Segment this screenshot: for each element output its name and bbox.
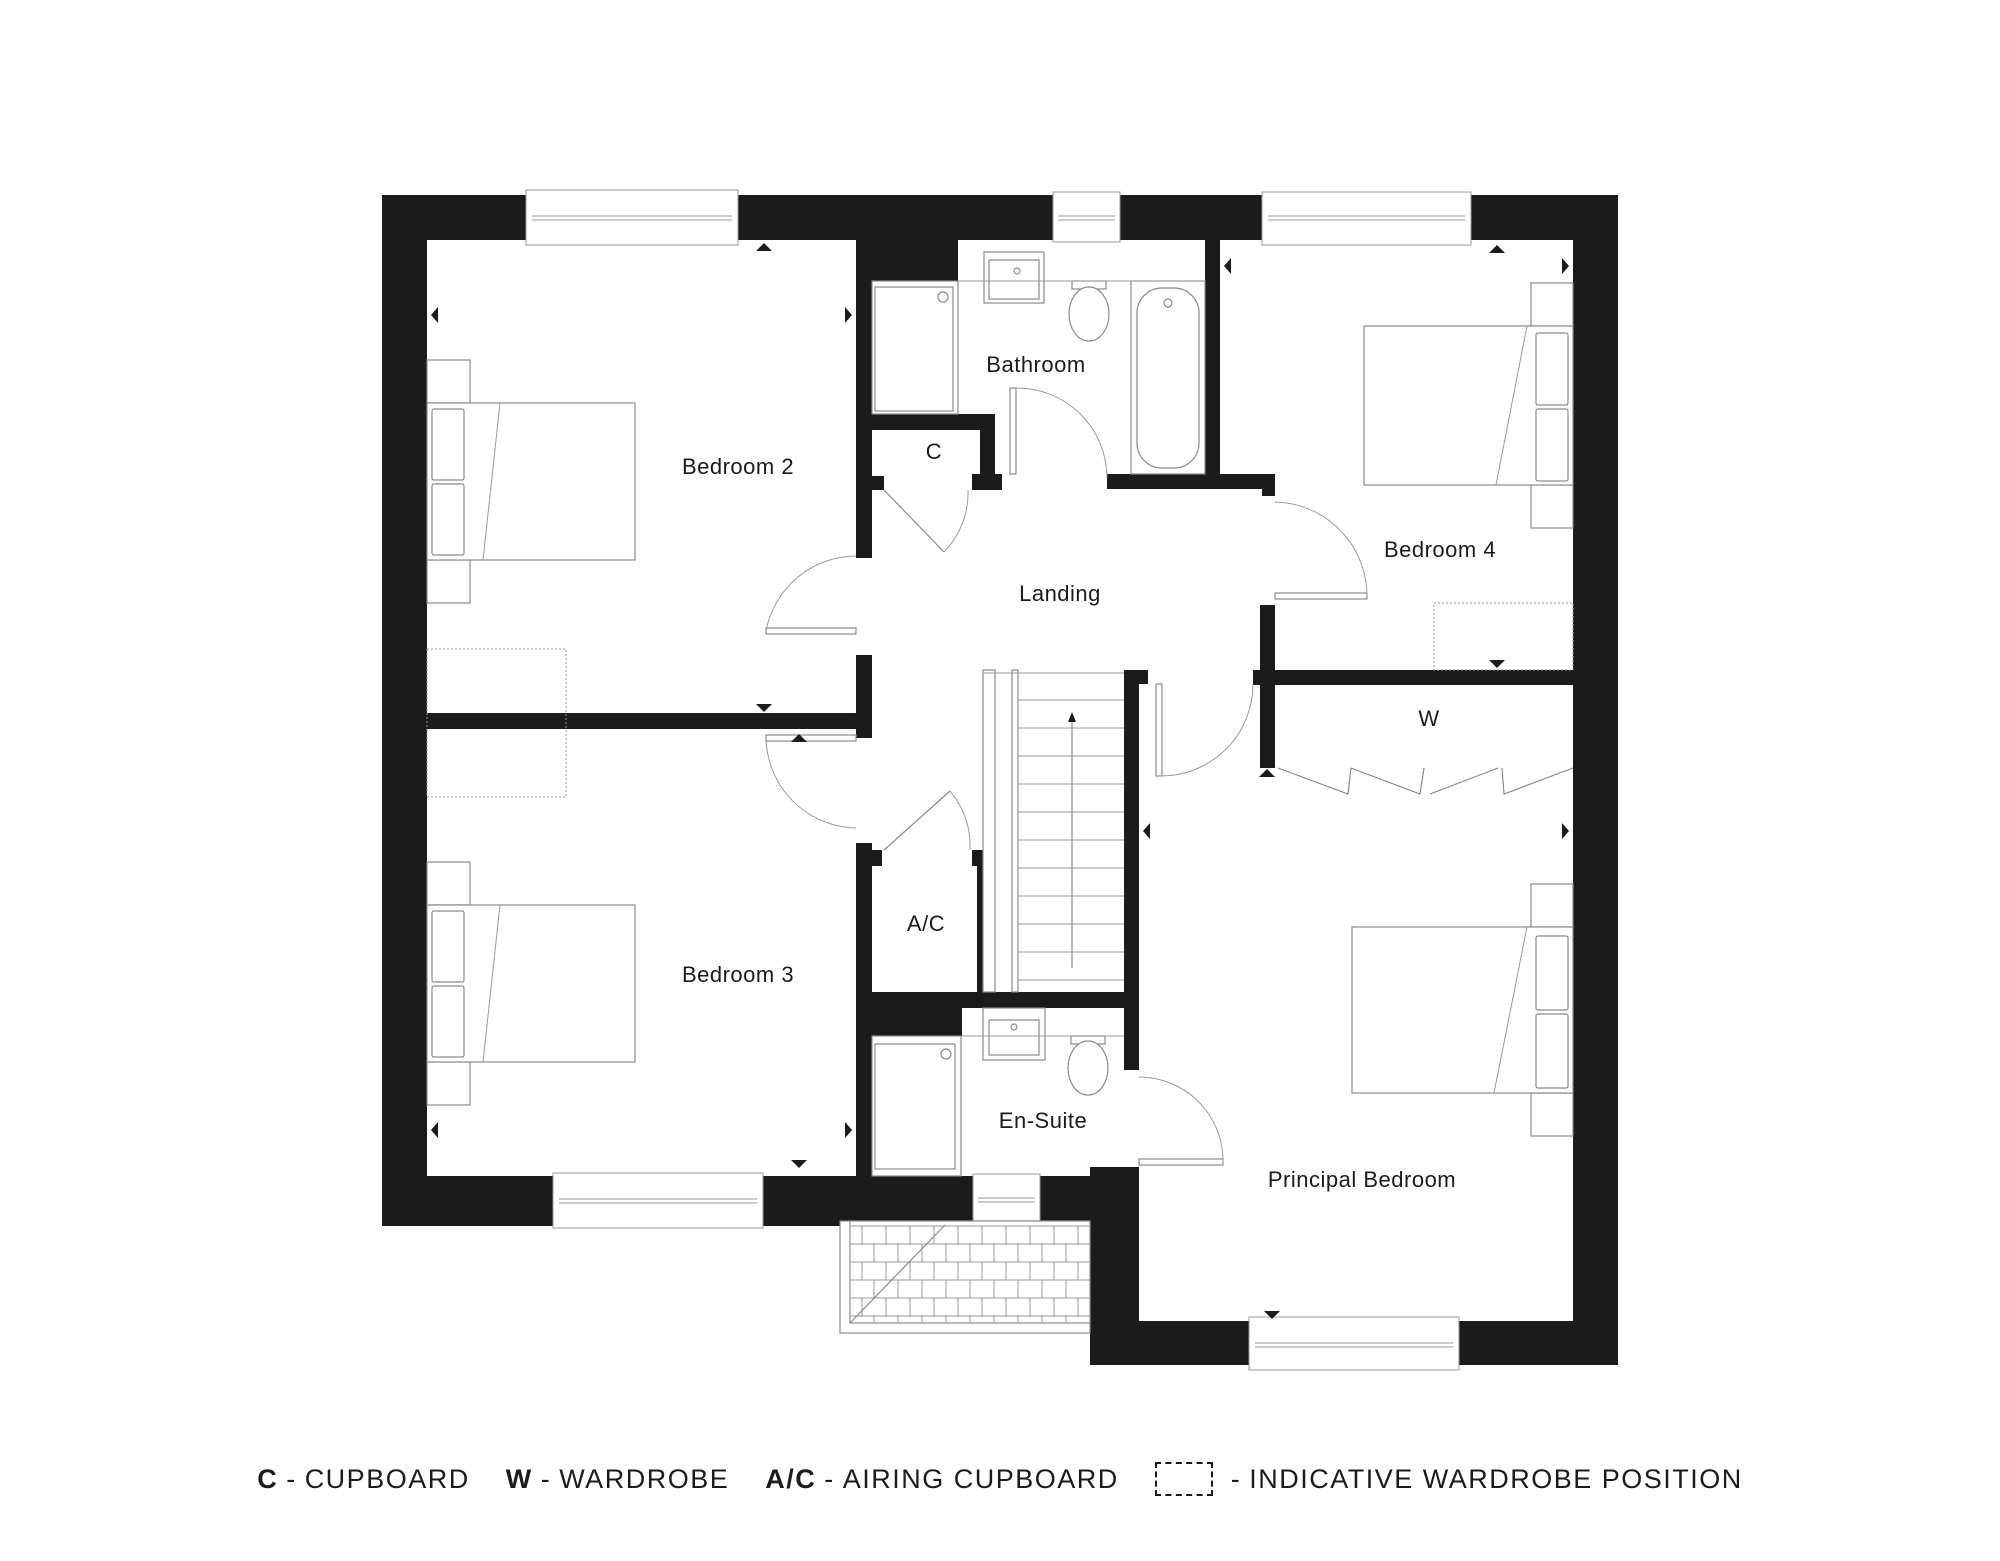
legend-item-cupboard: C - CUPBOARD <box>257 1464 470 1495</box>
legend: C - CUPBOARD W - WARDROBE A/C - AIRING C… <box>0 1462 2000 1496</box>
dimension-markers <box>431 243 1569 1319</box>
internal-walls <box>427 240 1573 1176</box>
room-label-landing: Landing <box>1019 581 1101 606</box>
room-label-bathroom: Bathroom <box>986 352 1086 377</box>
room-label-bedroom-3: Bedroom 3 <box>681 962 795 987</box>
legend-separator: - <box>824 1463 835 1494</box>
legend-item-wardrobe: W - WARDROBE <box>506 1464 730 1495</box>
bathroom-fixtures <box>871 251 1206 475</box>
dashed-box-icon <box>1154 1462 1213 1496</box>
legend-label: AIRING CUPBOARD <box>842 1463 1119 1494</box>
porch-canopy <box>839 1220 1091 1334</box>
doors <box>765 387 1574 1166</box>
ensuite-fixtures <box>871 1007 1124 1177</box>
legend-separator: - <box>286 1463 297 1494</box>
room-label-principal-bedroom: Principal Bedroom <box>1267 1167 1457 1192</box>
room-label-cupboard: C <box>925 439 943 464</box>
staircase <box>982 669 1124 993</box>
indicative-wardrobes <box>426 602 1574 798</box>
legend-label: CUPBOARD <box>304 1463 470 1494</box>
legend-label: WARDROBE <box>559 1463 730 1494</box>
room-label-bedroom-4: Bedroom 4 <box>1383 537 1497 562</box>
legend-key: W <box>505 1463 533 1494</box>
room-label-airing-cupboard: A/C <box>906 911 946 936</box>
legend-separator: - <box>1230 1463 1242 1494</box>
room-label-en-suite: En-Suite <box>998 1108 1088 1133</box>
beds <box>426 282 1574 1137</box>
windows <box>525 189 1472 1371</box>
legend-key: C <box>257 1463 279 1494</box>
legend-item-airing-cupboard: A/C - AIRING CUPBOARD <box>765 1464 1119 1495</box>
legend-item-indicative-wardrobe: - INDICATIVE WARDROBE POSITION <box>1154 1462 1743 1496</box>
legend-key: A/C <box>765 1463 817 1494</box>
room-label-bedroom-2: Bedroom 2 <box>681 454 795 479</box>
legend-separator: - <box>540 1463 552 1494</box>
room-label-wardrobe: W <box>1418 706 1440 731</box>
legend-label: INDICATIVE WARDROBE POSITION <box>1249 1463 1743 1494</box>
